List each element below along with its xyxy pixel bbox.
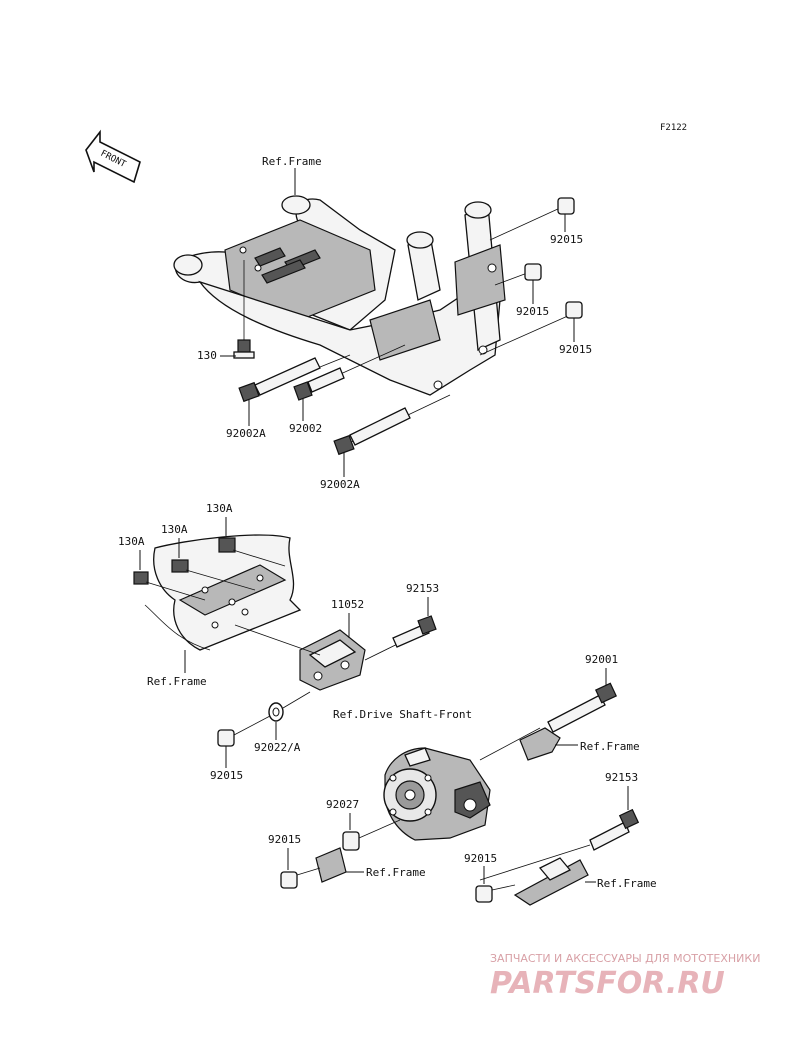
label-92015-a: 92015: [550, 233, 583, 246]
label-130A-a: 130A: [118, 535, 145, 548]
long-bolt-92002A-upper: [238, 354, 351, 403]
label-92027: 92027: [326, 798, 359, 811]
label-130A-b: 130A: [161, 523, 188, 536]
bracket-ref-frame-right: [519, 727, 578, 761]
label-92002A-upper: 92002A: [226, 427, 266, 440]
label-11052: 11052: [331, 598, 364, 611]
nut-92015-a: [489, 197, 575, 241]
bolt-92002: [293, 344, 406, 401]
collar-92027: [342, 819, 401, 851]
label-92015-d: 92015: [210, 769, 243, 782]
front-arrow-icon: FRONT: [85, 129, 141, 184]
bolt-130: [233, 260, 255, 359]
label-ref-frame-top: Ref.Frame: [262, 155, 322, 168]
label-ref-drive-shaft: Ref.Drive Shaft-Front: [333, 708, 472, 721]
bolt-92001: [479, 682, 618, 761]
nut-92015-e: [280, 867, 321, 889]
bolt-130A-b: [171, 559, 256, 591]
label-92015-c: 92015: [559, 343, 592, 356]
label-ref-frame-bottom-right: Ref.Frame: [597, 877, 657, 890]
label-92002: 92002: [289, 422, 322, 435]
label-ref-frame-right: Ref.Frame: [580, 740, 640, 753]
frame-section: [144, 534, 302, 651]
label-92015-f: 92015: [464, 852, 497, 865]
label-92153-b: 92153: [605, 771, 638, 784]
label-92015-b: 92015: [516, 305, 549, 318]
bolt-130A-a: [133, 571, 206, 601]
bolt-92153-a: [392, 615, 437, 648]
label-92015-e: 92015: [268, 833, 301, 846]
bracket-ref-frame-bottom-left: [315, 847, 364, 883]
bracket-ref-frame-bottom-right: [513, 857, 596, 906]
label-ref-frame-mid: Ref.Frame: [147, 675, 207, 688]
watermark-brand: PARTSFOR.RU: [490, 966, 725, 1001]
watermark: ЗАПЧАСТИ И АКСЕССУАРЫ ДЛЯ МОТОТЕХНИКИ PA…: [490, 952, 760, 1001]
label-130: 130: [197, 349, 217, 362]
long-bolt-92002A-lower: [333, 394, 451, 456]
label-92022A: 92022/A: [254, 741, 301, 754]
frame-bracket-assembly: [173, 195, 506, 396]
label-92153-a: 92153: [406, 582, 439, 595]
label-ref-frame-bottom-left: Ref.Frame: [366, 866, 426, 879]
bolt-130A-c: [218, 537, 286, 567]
nut-92015-f: [475, 884, 516, 903]
label-92001: 92001: [585, 653, 618, 666]
mount-bracket-11052: [234, 624, 431, 691]
label-92002A-lower: 92002A: [320, 478, 360, 491]
label-130A-c: 130A: [206, 502, 233, 515]
watermark-tagline: ЗАПЧАСТИ И АКСЕССУАРЫ ДЛЯ МОТОТЕХНИКИ: [490, 952, 760, 965]
bolt-92153-b: [479, 808, 640, 881]
washer-92022A: [268, 691, 311, 722]
final-gear-case: [383, 747, 491, 841]
diagram-code: F2122: [660, 123, 687, 133]
